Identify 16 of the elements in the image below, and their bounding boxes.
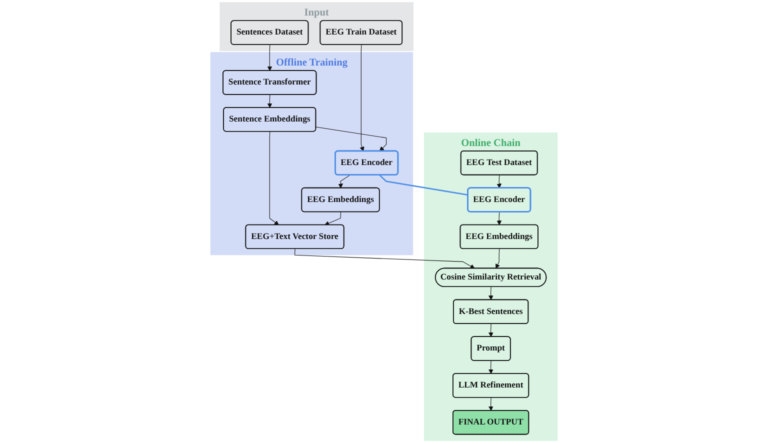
- arrow: [488, 360, 494, 374]
- arrow: [294, 248, 475, 269]
- arrow: [488, 324, 494, 338]
- arrow: [488, 286, 494, 300]
- arrow: [488, 397, 494, 411]
- arrow: [267, 94, 272, 108]
- arrow: [496, 174, 502, 188]
- arrow: [316, 126, 387, 152]
- arrow: [360, 44, 364, 152]
- arrow: [269, 131, 279, 226]
- connector: [379, 174, 468, 196]
- arrow: [496, 248, 500, 269]
- arrow: [324, 212, 342, 226]
- arrow: [496, 212, 502, 226]
- arrow: [338, 174, 350, 188]
- arrow: [267, 44, 272, 72]
